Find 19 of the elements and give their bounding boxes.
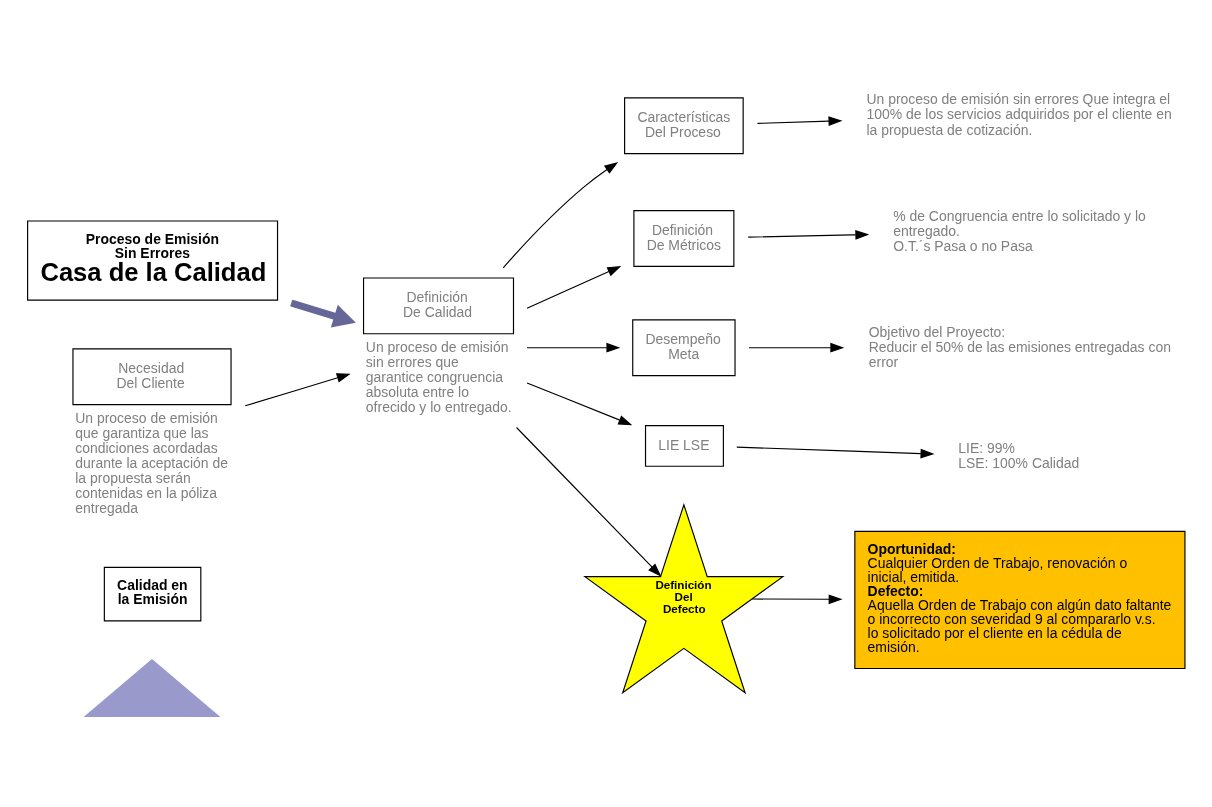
arrow	[526, 266, 622, 309]
arrow	[751, 594, 843, 605]
arrow	[526, 382, 633, 426]
node-text: % de Congruencia entre lo solicitado y lo entregado. O.T.´s Pasa o no Pasa	[893, 207, 1146, 254]
node-text: Objetivo del Proyecto: Reducir el 50% de las emisiones entregadas con error	[868, 323, 1171, 370]
arrow	[736, 446, 935, 459]
arrow	[290, 299, 356, 328]
arrow	[515, 426, 662, 577]
arrow	[747, 230, 870, 240]
node-text: Un proceso de emisión sin errores Que integra el 100% de los servicios adquiridos por el cliente en la propuesta de cotización.	[866, 91, 1172, 138]
arrow	[748, 342, 845, 353]
arrow	[526, 342, 621, 353]
node-label: Un proceso de emisión que garantiza que las condiciones acordadas durante la aceptación de la propuesta serán contenidas en la póliza entregada	[75, 409, 228, 517]
node-text: LIE: 99% LSE: 100% Calidad	[958, 440, 1080, 472]
node-triangle	[83, 659, 221, 718]
arrow	[756, 116, 843, 127]
arrow	[502, 161, 619, 269]
arrow	[244, 373, 351, 407]
node-label: Un proceso de emisión sin errores que garantice congruencia absoluta entre lo ofrecido y lo entregado.	[365, 338, 512, 416]
